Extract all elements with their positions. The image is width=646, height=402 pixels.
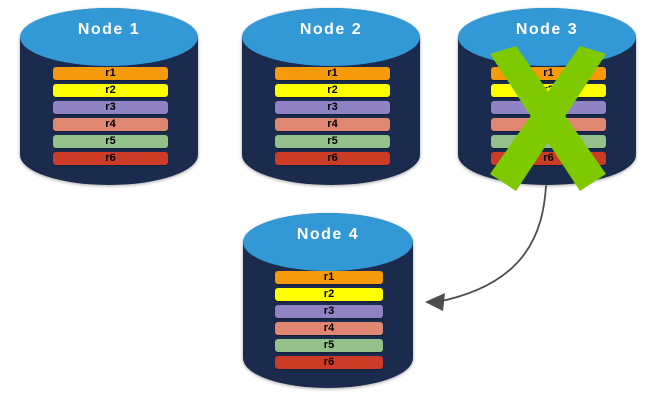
cylinder-top-ellipse <box>243 213 413 271</box>
node-cylinder-4[interactable]: Node 4 r1 r2 r3 r4 r5 r6 <box>243 213 413 388</box>
row-item[interactable]: r4 <box>53 118 168 131</box>
cylinder-top-ellipse <box>458 8 636 66</box>
row-item[interactable]: r3 <box>491 101 606 114</box>
row-list: r1 r2 r3 r4 r5 r6 <box>53 67 168 165</box>
row-item[interactable]: r1 <box>53 67 168 80</box>
cylinder-top-ellipse <box>20 8 198 66</box>
arrow-head-icon <box>425 293 445 311</box>
row-item[interactable]: r6 <box>275 356 383 369</box>
row-item[interactable]: r5 <box>491 135 606 148</box>
arrow-line <box>436 185 547 303</box>
cylinder-top-ellipse <box>242 8 420 66</box>
row-item[interactable]: r5 <box>275 339 383 352</box>
replication-arrow <box>415 180 575 315</box>
row-item[interactable]: r4 <box>275 322 383 335</box>
row-list: r1 r2 r3 r4 r5 r6 <box>275 67 390 165</box>
row-item[interactable]: r4 <box>275 118 390 131</box>
row-item[interactable]: r3 <box>275 101 390 114</box>
row-item[interactable]: r3 <box>53 101 168 114</box>
row-item[interactable]: r6 <box>491 152 606 165</box>
row-item[interactable]: r6 <box>275 152 390 165</box>
row-item[interactable]: r2 <box>275 84 390 97</box>
row-item[interactable]: r3 <box>275 305 383 318</box>
row-item[interactable]: r5 <box>53 135 168 148</box>
row-item[interactable]: r2 <box>275 288 383 301</box>
row-list: r1 r2 r3 r4 r5 r6 <box>275 271 383 369</box>
row-item[interactable]: r2 <box>53 84 168 97</box>
node-cylinder-3[interactable]: Node 3 r1 r2 r3 r4 r5 r6 <box>458 8 636 185</box>
row-item[interactable]: r4 <box>491 118 606 131</box>
row-item[interactable]: r1 <box>491 67 606 80</box>
node-cylinder-2[interactable]: Node 2 r1 r2 r3 r4 r5 r6 <box>242 8 420 185</box>
row-item[interactable]: r5 <box>275 135 390 148</box>
row-item[interactable]: r1 <box>275 67 390 80</box>
row-item[interactable]: r2 <box>491 84 606 97</box>
row-list: r1 r2 r3 r4 r5 r6 <box>491 67 606 165</box>
node-cylinder-1[interactable]: Node 1 r1 r2 r3 r4 r5 r6 <box>20 8 198 185</box>
row-item[interactable]: r6 <box>53 152 168 165</box>
row-item[interactable]: r1 <box>275 271 383 284</box>
